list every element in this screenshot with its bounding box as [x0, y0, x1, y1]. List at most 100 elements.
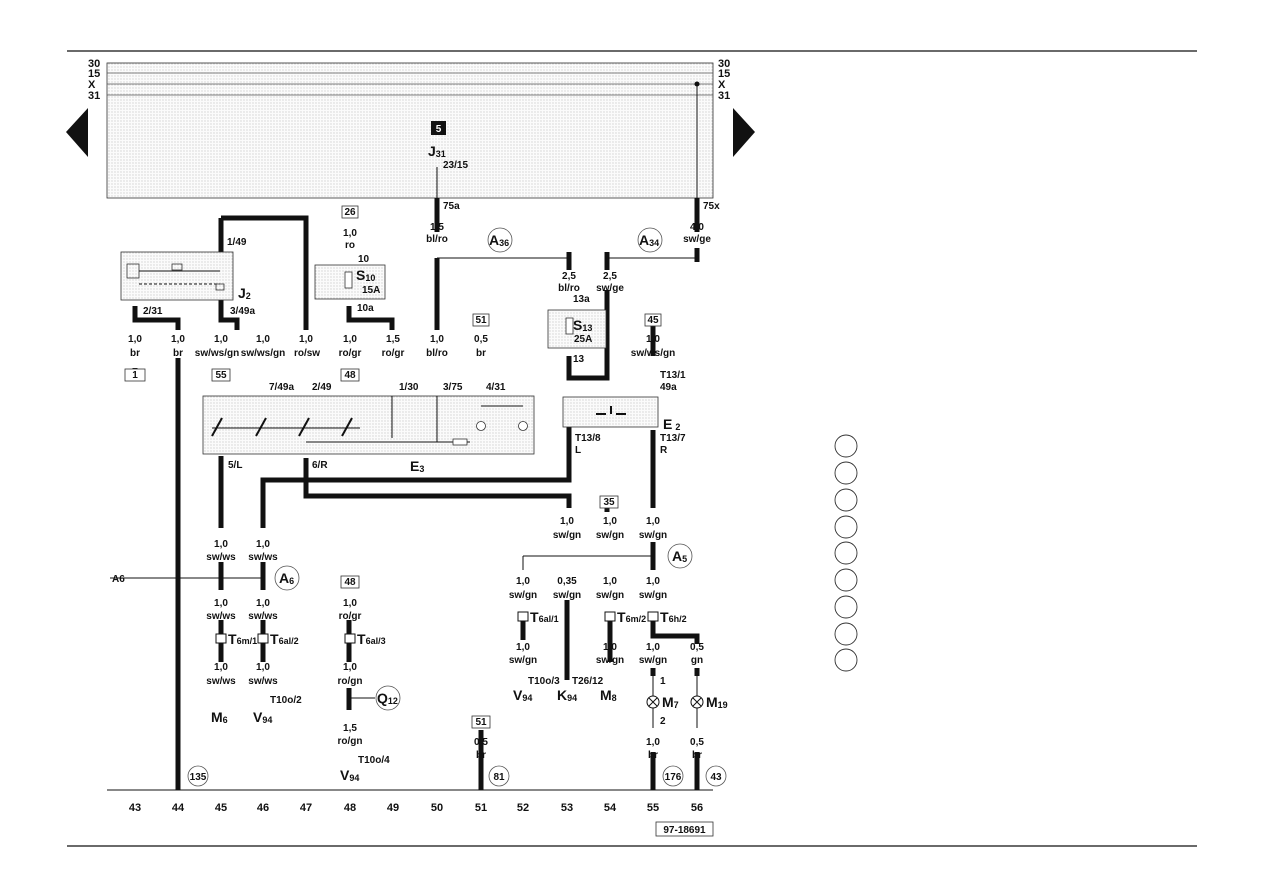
wire-e45-size: 1,0 — [214, 539, 228, 550]
wire-d54-color: sw/gn — [596, 530, 624, 541]
next-page-arrow-icon[interactable] — [733, 108, 755, 157]
wire-w5-size: 2,5 — [603, 271, 617, 282]
wire-d53-size: 1,0 — [560, 516, 574, 527]
wire-w3-size: 1,0 — [343, 228, 357, 239]
wire-c44-color: br — [173, 348, 183, 359]
wire-g45-color: sw/ws — [206, 676, 236, 687]
wire-g46-size: 1,0 — [256, 662, 270, 673]
legend-circles — [834, 434, 858, 672]
wire-f46-color: sw/ws — [248, 611, 278, 622]
relay-j2-box — [120, 251, 234, 301]
wire-c46-size: 1,0 — [256, 334, 270, 345]
fuse-s13-label: S13 — [573, 317, 592, 333]
pin-m7-2: 2 — [660, 716, 666, 727]
switch-e3-label: E3 — [410, 458, 424, 474]
column-43: 43 — [129, 802, 141, 814]
pin-m7-1: 1 — [660, 676, 666, 687]
circle-a6: A6 — [279, 570, 294, 586]
wire-g45-size: 1,0 — [214, 662, 228, 673]
wire-f53-color: sw/gn — [553, 590, 581, 601]
wire-c43-size: 1,0 — [128, 334, 142, 345]
wire-c51-color: br — [476, 348, 486, 359]
wire-f53-size: 0,35 — [557, 576, 577, 587]
wire-labels: 1,5 bl/ro 4,0 sw/ge 1,0 ro 2,5 bl/ro 2,5… — [128, 222, 711, 761]
pin-t13-8: T13/8 — [575, 433, 601, 444]
column-46: 46 — [257, 802, 269, 814]
wire-g55-color: sw/gn — [639, 655, 667, 666]
wire-w5-color: sw/ge — [596, 283, 624, 294]
document-number: 97-18691 — [663, 825, 706, 836]
wire-w2-color: sw/ge — [683, 234, 711, 245]
wire-f46-size: 1,0 — [256, 598, 270, 609]
column-45: 45 — [215, 802, 227, 814]
circle-a34: A34 — [639, 232, 659, 248]
label-a6-side: A6 — [112, 574, 125, 585]
wire-c48-color: ro/gr — [339, 348, 362, 359]
pin-13: 13 — [573, 354, 585, 365]
wire-d53-color: sw/gn — [553, 530, 581, 541]
wire-g56-size: 0,5 — [690, 642, 704, 653]
pin-3-49a: 3/49a — [230, 306, 255, 317]
wire-h51-size: 0,5 — [474, 737, 488, 748]
connector-t6h-2: T6h/2 — [660, 609, 687, 625]
pin-t10o-4: T10o/4 — [358, 755, 390, 766]
central-unit-box — [106, 62, 714, 199]
pin-t13-7: T13/7 — [660, 433, 686, 444]
consumer-m8: M8 — [600, 687, 617, 703]
wire-c50-size: 1,0 — [430, 334, 444, 345]
pin-t10o-3: T10o/3 — [528, 676, 560, 687]
consumer-m6: M6 — [211, 709, 228, 725]
consumer-v94-c: V94 — [513, 687, 532, 703]
consumer-m7: M7 — [662, 694, 679, 710]
pin-l: L — [575, 445, 581, 456]
rail-label-x-left: X — [88, 79, 96, 91]
wire-c49-color: ro/gr — [382, 348, 405, 359]
pin-1-30: 1/30 — [399, 382, 419, 393]
wire-c49-size: 1,5 — [386, 334, 400, 345]
ecu-name: J31 — [428, 143, 446, 159]
ecu-out-75x: 75x — [703, 201, 720, 212]
ref-81: 81 — [493, 772, 505, 783]
column-53: 53 — [561, 802, 573, 814]
wire-d55-size: 1,0 — [646, 516, 660, 527]
wire-w3-color: ro — [345, 240, 355, 251]
column-48: 48 — [344, 802, 356, 814]
pin-1-49: 1/49 — [227, 237, 247, 248]
wire-w4-size: 2,5 — [562, 271, 576, 282]
wire-e46-size: 1,0 — [256, 539, 270, 550]
pin-10: 10 — [358, 254, 370, 265]
wire-h48-color: ro/gn — [338, 736, 363, 747]
wire-c55-size: 1,0 — [646, 334, 660, 345]
wire-e45-color: sw/ws — [206, 552, 236, 563]
ref-176: 176 — [665, 772, 682, 783]
column-47: 47 — [300, 802, 312, 814]
connector-t6al-1: T6al/1 — [530, 609, 559, 625]
wire-c50-color: bl/ro — [426, 348, 448, 359]
pin-10a: 10a — [357, 303, 374, 314]
consumer-m19: M19 — [706, 694, 728, 710]
ref-43: 43 — [710, 772, 722, 783]
rail-label-31-left: 31 — [88, 90, 100, 102]
wire-g56-color: gn — [691, 655, 703, 666]
column-51: 51 — [475, 802, 487, 814]
wire-c55-color: sw/ws/gn — [631, 348, 675, 359]
fuse-s13-box — [547, 309, 607, 349]
ecu-out-75a: 75a — [443, 201, 460, 212]
wire-c45-color: sw/ws/gn — [195, 348, 239, 359]
previous-page-arrow-icon[interactable] — [66, 108, 88, 157]
wire-d55-color: sw/gn — [639, 530, 667, 541]
pin-49a: 49a — [660, 382, 677, 393]
pin-t26-12: T26/12 — [572, 676, 604, 687]
pin-4-31: 4/31 — [486, 382, 506, 393]
wire-w2-size: 4,0 — [690, 222, 704, 233]
wire-h55-size: 1,0 — [646, 737, 660, 748]
wire-c45-size: 1,0 — [214, 334, 228, 345]
wire-g48-size: 1,0 — [343, 662, 357, 673]
wire-g54-color: sw/gn — [596, 655, 624, 666]
column-50: 50 — [431, 802, 443, 814]
wire-h48-size: 1,5 — [343, 723, 357, 734]
wire-w4-color: bl/ro — [558, 283, 580, 294]
column-55: 55 — [647, 802, 659, 814]
